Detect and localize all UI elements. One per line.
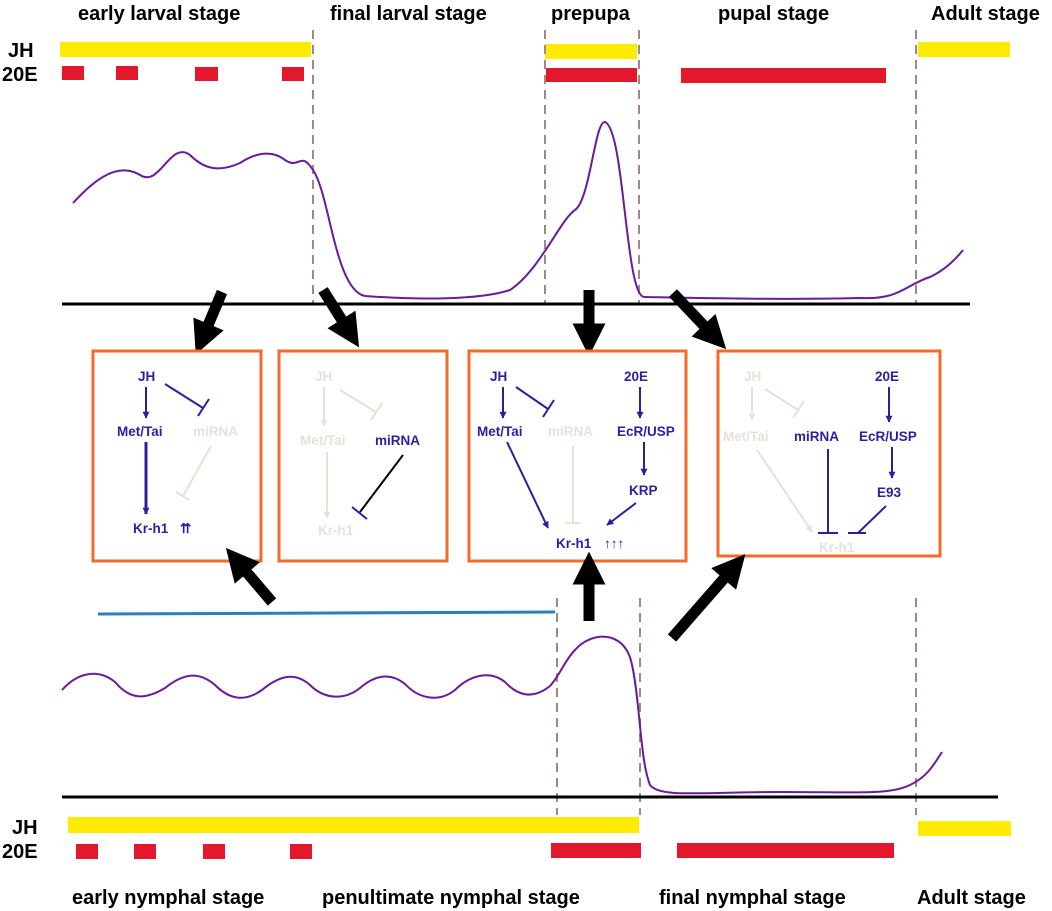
- pathway-box-pupal: JH 20E Met/Tai miRNA EcR/USP E93 Kr-h1: [716, 349, 942, 558]
- pathway-box-final-larval: JH Met/Tai miRNA Kr-h1: [277, 349, 449, 563]
- node-jh: JH: [744, 369, 761, 384]
- 20e-bar: [195, 67, 218, 81]
- node-kr-h1: Kr-h1: [556, 536, 592, 551]
- inhibit-bar: [792, 400, 805, 419]
- node-kr-h1: Kr-h1: [819, 540, 855, 555]
- stage-label-early-nymphal: early nymphal stage: [72, 887, 264, 909]
- pathway-box-early-larval: JH Met/Tai miRNA Kr-h1 ⇈: [91, 349, 263, 563]
- node-mirna: miRNA: [193, 424, 238, 439]
- node-met-tai: Met/Tai: [117, 424, 163, 439]
- 20e-bar: [116, 66, 138, 80]
- jh-bar: [545, 44, 637, 59]
- jh-row-label-top: JH: [8, 40, 34, 62]
- node-ecr-usp: EcR/USP: [859, 429, 917, 444]
- jh-bar: [918, 821, 1011, 836]
- node-mirna: miRNA: [794, 429, 839, 444]
- top-titer-curve: [72, 120, 964, 300]
- stage-label-early-larval: early larval stage: [78, 3, 240, 25]
- stage-label-penultimate-nymphal: penultimate nymphal stage: [322, 887, 580, 909]
- edge-mirna-kr-inhibit: [359, 454, 404, 513]
- inhibit-bar: [175, 491, 190, 501]
- node-kr-h1: Kr-h1: [133, 521, 169, 536]
- node-20e: 20E: [875, 369, 899, 384]
- 20e-bar: [677, 843, 894, 858]
- kr-h1-upregulation: ↑↑↑: [604, 536, 624, 551]
- stage-label-adult-bottom: Adult stage: [917, 887, 1026, 909]
- node-jh: JH: [315, 369, 332, 384]
- node-mirna: miRNA: [375, 433, 420, 448]
- edge-met-kr-inactive: [756, 449, 813, 533]
- node-20e: 20E: [624, 369, 648, 384]
- 20e-bar: [76, 844, 98, 859]
- node-mirna: miRNA: [548, 424, 593, 439]
- node-e93: E93: [877, 485, 902, 500]
- 20e-bar: [681, 68, 886, 83]
- edge-jh-mirna-inhibit: [515, 386, 549, 410]
- 20e-bar: [62, 66, 84, 80]
- edge-met-kr: [506, 441, 549, 529]
- stage-dividers-bottom: [556, 598, 917, 815]
- bottom-titer-curve: [61, 635, 943, 795]
- node-jh: JH: [138, 369, 155, 384]
- node-kr-h1: Kr-h1: [318, 523, 354, 538]
- stage-label-final-nymphal: final nymphal stage: [659, 887, 846, 909]
- 20e-row-label-top: 20E: [2, 64, 38, 86]
- stage-dividers-top: [312, 30, 917, 305]
- connector-arrows-top: [193, 287, 727, 357]
- 20e-bar: [282, 67, 304, 81]
- edge-e93-kr-inhibit: [857, 505, 887, 534]
- pathway-box-prepupa: JH 20E Met/Tai miRNA EcR/USP KRP Kr-h1 ↑…: [467, 349, 688, 563]
- node-ecr-usp: EcR/USP: [617, 424, 675, 439]
- 20e-bar: [134, 844, 156, 859]
- inhibit-bar: [370, 402, 383, 421]
- stage-label-final-larval: final larval stage: [330, 3, 487, 25]
- 20e-row-label-bottom: 20E: [2, 841, 38, 863]
- edge-krp-kr: [606, 502, 637, 526]
- inhibit-bar: [351, 506, 368, 520]
- stage-label-prepupa: prepupa: [551, 3, 631, 25]
- node-jh: JH: [490, 369, 507, 384]
- jh-bar: [68, 817, 639, 833]
- edge-jh-mirna-inactive: [764, 388, 799, 411]
- node-met-tai: Met/Tai: [477, 424, 523, 439]
- jh-bar: [918, 42, 1010, 57]
- 20e-bar: [290, 844, 312, 859]
- node-krp: KRP: [629, 483, 658, 498]
- 20e-bar: [551, 843, 641, 858]
- edge-jh-mirna-inactive: [339, 389, 377, 413]
- stage-label-adult-top: Adult stage: [931, 3, 1040, 25]
- inhibit-bar: [542, 399, 555, 418]
- jh-bar: [60, 42, 311, 57]
- 20e-bar: [203, 844, 225, 859]
- inhibit-bar: [197, 398, 210, 417]
- edge-mirna-kr-inactive: [182, 445, 212, 497]
- edge-jh-mirna-inhibit: [164, 383, 204, 409]
- 20e-bar: [546, 68, 637, 82]
- jh-row-label-bottom: JH: [12, 817, 38, 839]
- node-met-tai: Met/Tai: [723, 429, 769, 444]
- node-met-tai: Met/Tai: [300, 433, 346, 448]
- connector-arrows-bottom: [225, 547, 746, 642]
- blue-reference-line: [97, 610, 556, 616]
- stage-label-pupal: pupal stage: [718, 3, 829, 25]
- kr-h1-upregulation: ⇈: [180, 521, 192, 536]
